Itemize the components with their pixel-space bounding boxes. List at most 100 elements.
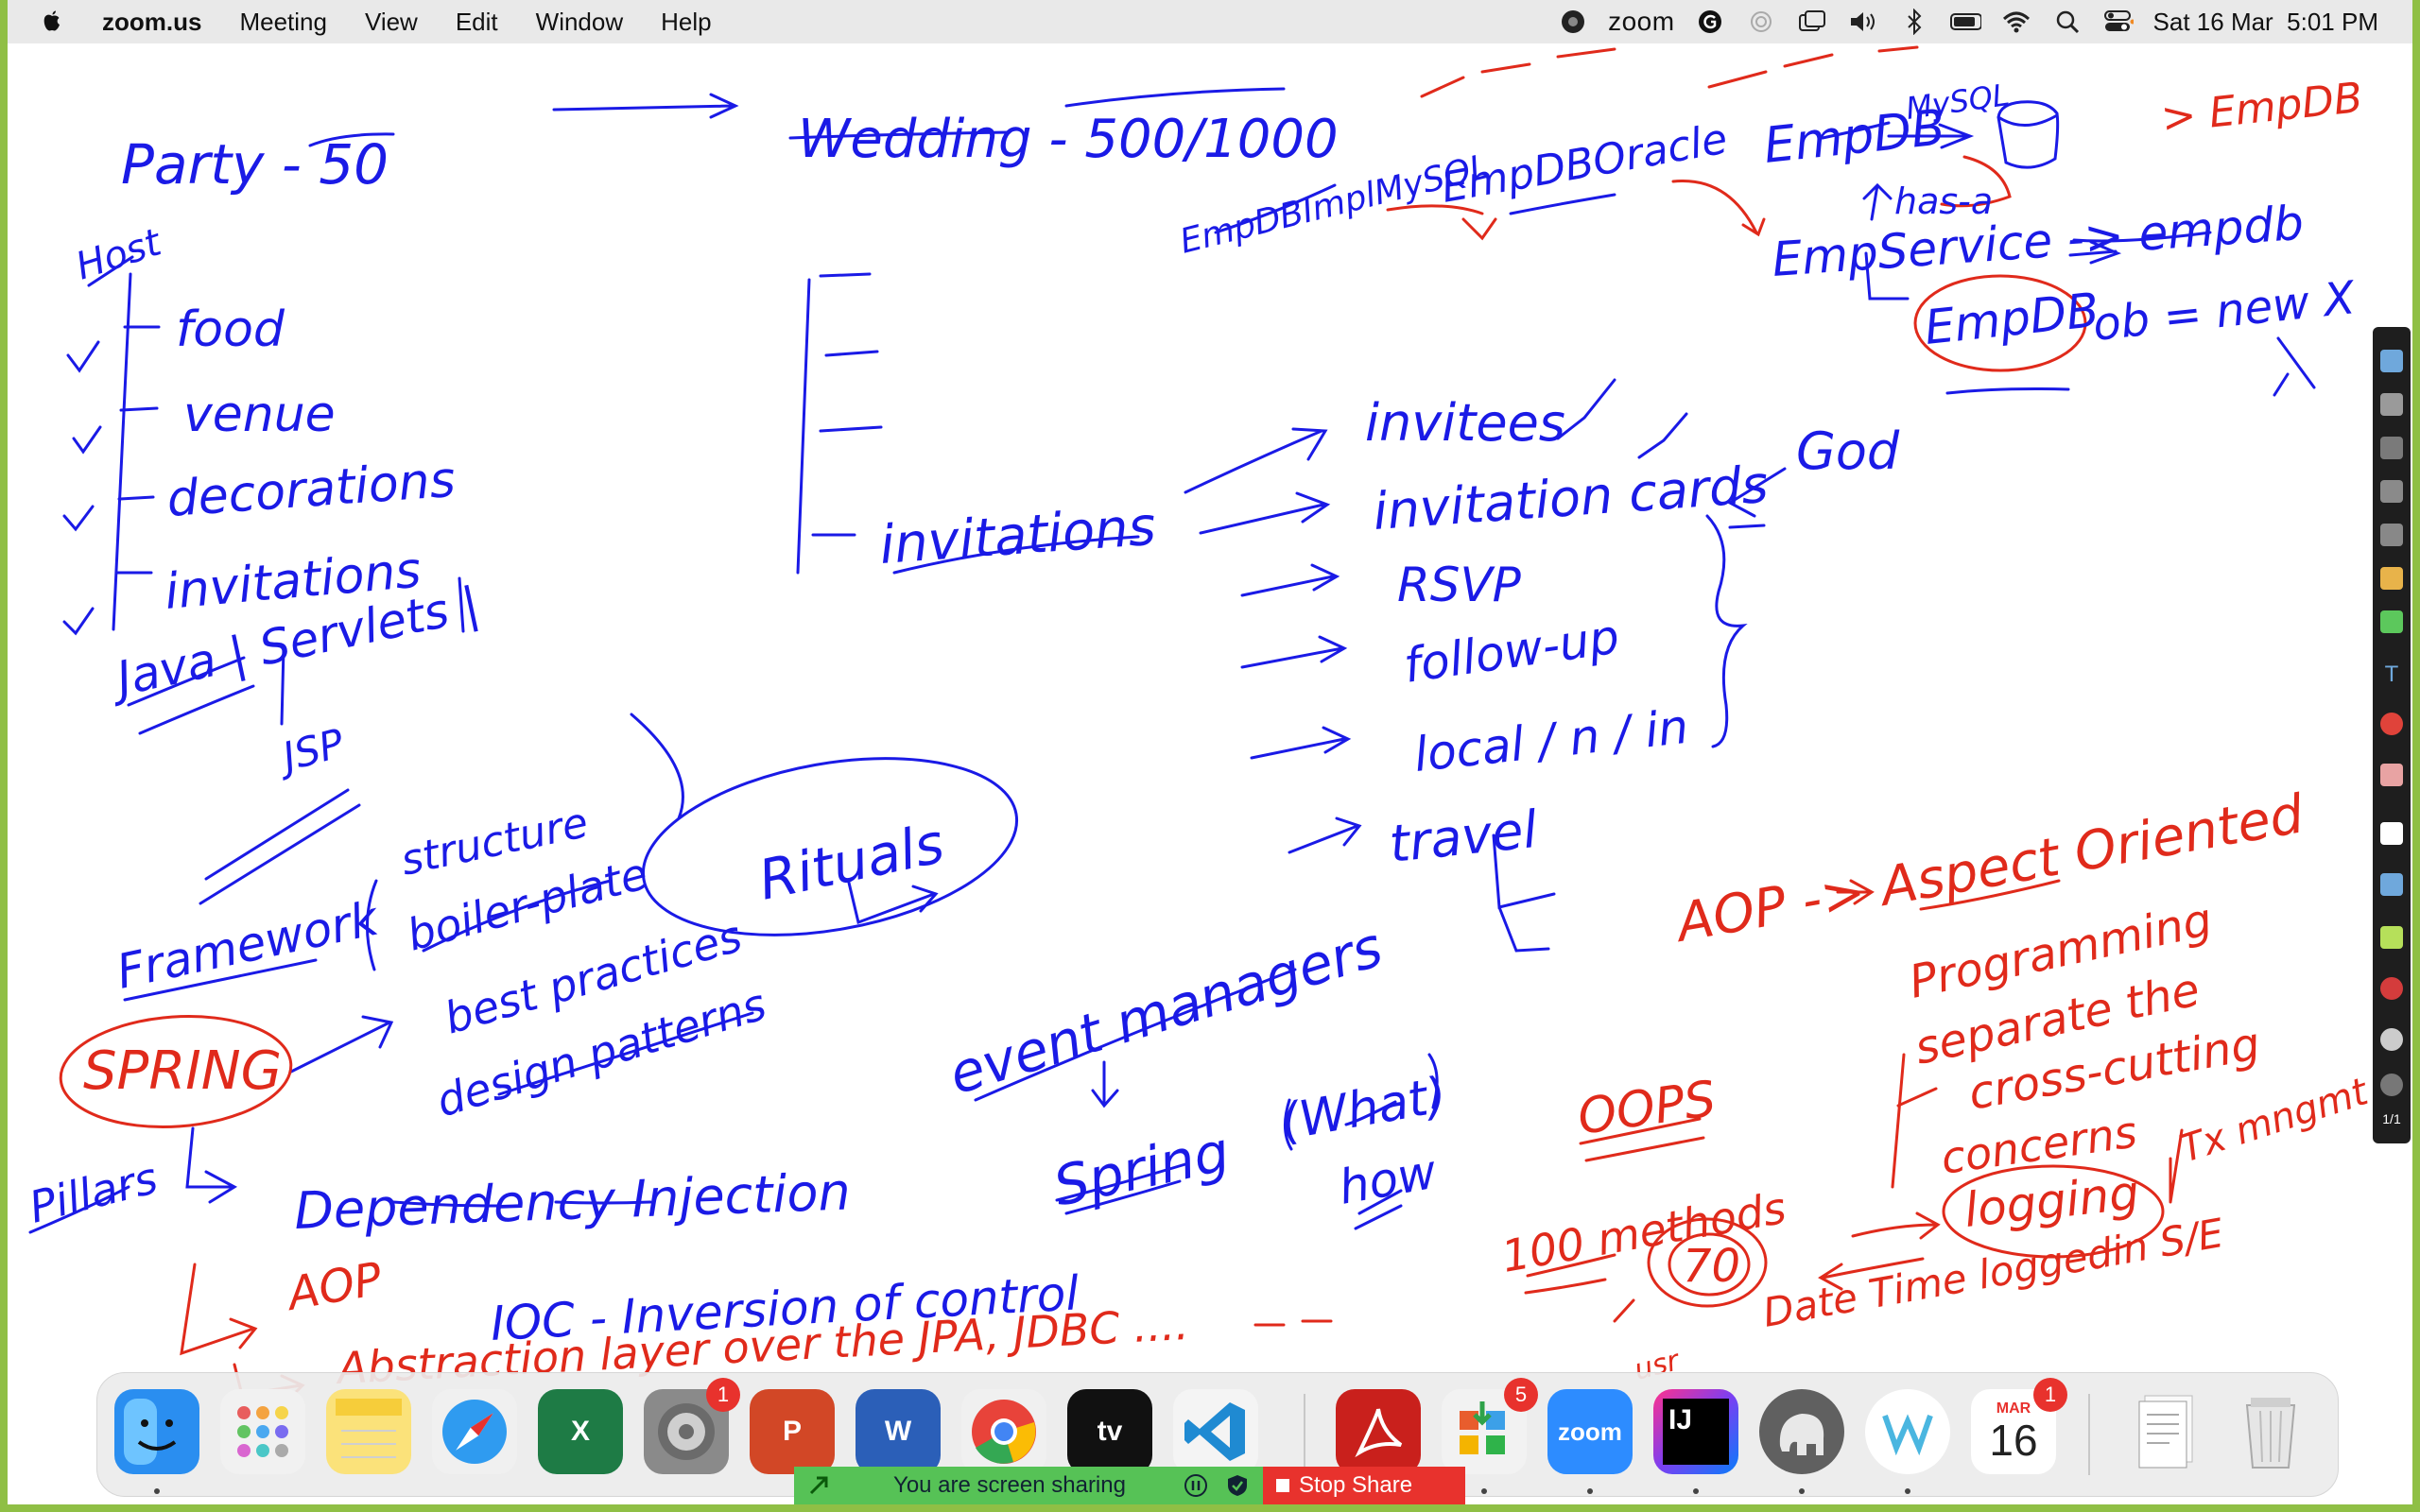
control-center-icon[interactable] (2102, 9, 2135, 35)
logging-ellipse (1942, 1164, 2165, 1259)
spotlight-tool-icon[interactable] (2380, 437, 2403, 459)
wedding-label: Wedding - 500/1000 (798, 109, 1339, 170)
travel-tree (1492, 833, 1556, 953)
calendar-month: MAR (1996, 1400, 2031, 1417)
invitation-item-cards: invitation cards (1372, 455, 1771, 541)
safari-icon[interactable] (432, 1389, 517, 1474)
spring-blue-label: Spring (1048, 1119, 1235, 1218)
settings-tool-icon[interactable] (2380, 1074, 2403, 1096)
word-icon[interactable]: W (856, 1389, 941, 1474)
chrome-icon[interactable] (961, 1389, 1046, 1474)
trash-icon[interactable] (2228, 1389, 2313, 1474)
search-icon[interactable] (2051, 9, 2083, 35)
bluetooth-icon[interactable] (1898, 9, 1930, 35)
finder-icon[interactable] (114, 1389, 199, 1474)
seventy-outer-circle (1647, 1217, 1768, 1308)
record-tool-icon[interactable] (2380, 977, 2403, 1000)
arrow-dependency-injection (185, 1126, 238, 1204)
stop-square-icon (1276, 1479, 1289, 1492)
red-dashes-top (1420, 45, 1919, 98)
check-marks (62, 340, 102, 636)
spinner-icon[interactable] (1745, 9, 1777, 35)
notes-icon[interactable] (326, 1389, 411, 1474)
intellij-icon-inner: IJ (1663, 1399, 1729, 1465)
menu-window[interactable]: Window (535, 7, 624, 36)
calendar-icon[interactable]: MAR 16 1 (1971, 1378, 2067, 1474)
stop-share-button[interactable]: Stop Share (1263, 1467, 1465, 1504)
app-store-badge: 5 (1504, 1378, 1538, 1412)
god-arrow (1727, 467, 1787, 529)
whiteboard-tool-icon[interactable] (2380, 822, 2403, 845)
down-arrow (1091, 1060, 1119, 1108)
jsp-slashes (199, 788, 361, 905)
empdb-circle-label: EmpDB (1922, 283, 2101, 355)
stop-share-label: Stop Share (1299, 1472, 1413, 1498)
window-icon[interactable] (1796, 9, 1828, 35)
rituals-ellipse (641, 757, 1019, 936)
dock-separator-2 (2088, 1394, 2090, 1475)
menu-help[interactable]: Help (661, 7, 712, 36)
shield-icon[interactable] (1225, 1473, 1250, 1498)
mysql-tag-label: MySQL (1904, 77, 2012, 127)
apple-tv-icon-label: tv (1097, 1416, 1123, 1447)
zoom-icon[interactable]: zoom (1547, 1389, 1633, 1474)
framework-label: Framework (112, 890, 384, 999)
text-tool-icon[interactable]: T (2384, 662, 2399, 687)
eraser-tool-icon[interactable] (2380, 480, 2403, 503)
arrow-rsvp (1240, 563, 1340, 597)
battery-icon[interactable] (1949, 9, 1981, 35)
menu-meeting[interactable]: Meeting (239, 7, 327, 36)
obs-icon[interactable] (1557, 9, 1589, 35)
pause-share-icon[interactable] (1184, 1473, 1208, 1498)
app-menu[interactable]: zoom.us (102, 7, 202, 36)
framework-underline (123, 958, 318, 1002)
volume-icon[interactable] (1847, 9, 1879, 35)
shape-tool-icon[interactable] (2380, 713, 2403, 735)
highlighter-tool-icon[interactable] (2380, 610, 2403, 633)
screen: zoom.us Meeting View Edit Window Help zo… (8, 0, 2412, 1504)
aop-tree (1891, 1053, 1938, 1189)
clock[interactable]: Sat 16 Mar 5:01 PM (2152, 7, 2378, 36)
empdb-field-underline (2072, 231, 2212, 243)
color-tool-icon[interactable] (2380, 926, 2403, 949)
system-settings-icon[interactable]: 1 (644, 1378, 740, 1474)
documents-stack-icon[interactable] (2122, 1389, 2207, 1474)
database-icon (1996, 100, 2060, 169)
empdb-impl-underline (1214, 183, 1337, 234)
oops-underline (1579, 1117, 1705, 1162)
menu-view[interactable]: View (364, 7, 418, 36)
elephant-app-icon[interactable] (1759, 1389, 1844, 1474)
acrobat-icon[interactable] (1336, 1389, 1421, 1474)
menu-edit[interactable]: Edit (455, 7, 498, 36)
excel-icon[interactable]: X (538, 1389, 623, 1474)
annotation-toolbar: T 1/1 (2373, 327, 2411, 1143)
wifi-icon[interactable] (2000, 9, 2032, 35)
clear-tool-icon[interactable] (2380, 764, 2403, 786)
apple-tv-icon[interactable]: tv (1067, 1389, 1152, 1474)
zoom-status-label[interactable]: zoom (1608, 7, 1675, 36)
dependency-injection-label: Dependency Injection (293, 1161, 851, 1241)
zoom-running-dot (1587, 1488, 1593, 1494)
host-item-venue: venue (183, 387, 336, 443)
whiteboard-canvas[interactable]: Party - 50 Wedding - 500/1000 Host food … (8, 43, 2412, 1504)
grammarly-icon[interactable] (1694, 9, 1726, 35)
vscode-icon[interactable] (1173, 1389, 1258, 1474)
launchpad-icon[interactable] (220, 1389, 305, 1474)
empdb-oracle-underline (1509, 193, 1616, 215)
blue-strokes (28, 87, 2316, 1234)
apple-icon[interactable] (38, 8, 66, 36)
mouse-tool-icon[interactable] (2380, 350, 2403, 372)
sharing-message: You are screen sharing (893, 1472, 1126, 1498)
stamp-tool-icon[interactable] (2380, 524, 2403, 546)
intellij-running-dot (1693, 1488, 1699, 1494)
app-store-icon[interactable]: 5 (1442, 1378, 1538, 1474)
pencil-tool-icon[interactable] (2380, 567, 2403, 590)
invitations-tree-branches (811, 272, 883, 537)
webex-icon[interactable] (1865, 1389, 1950, 1474)
undo-tool-icon[interactable] (2380, 1028, 2403, 1051)
powerpoint-icon[interactable]: P (750, 1389, 835, 1474)
intellij-icon[interactable]: IJ (1653, 1389, 1738, 1474)
pointer-tool-icon[interactable] (2380, 873, 2403, 896)
empdb-red-ellipse (1913, 274, 2087, 372)
select-tool-icon[interactable] (2380, 393, 2403, 416)
